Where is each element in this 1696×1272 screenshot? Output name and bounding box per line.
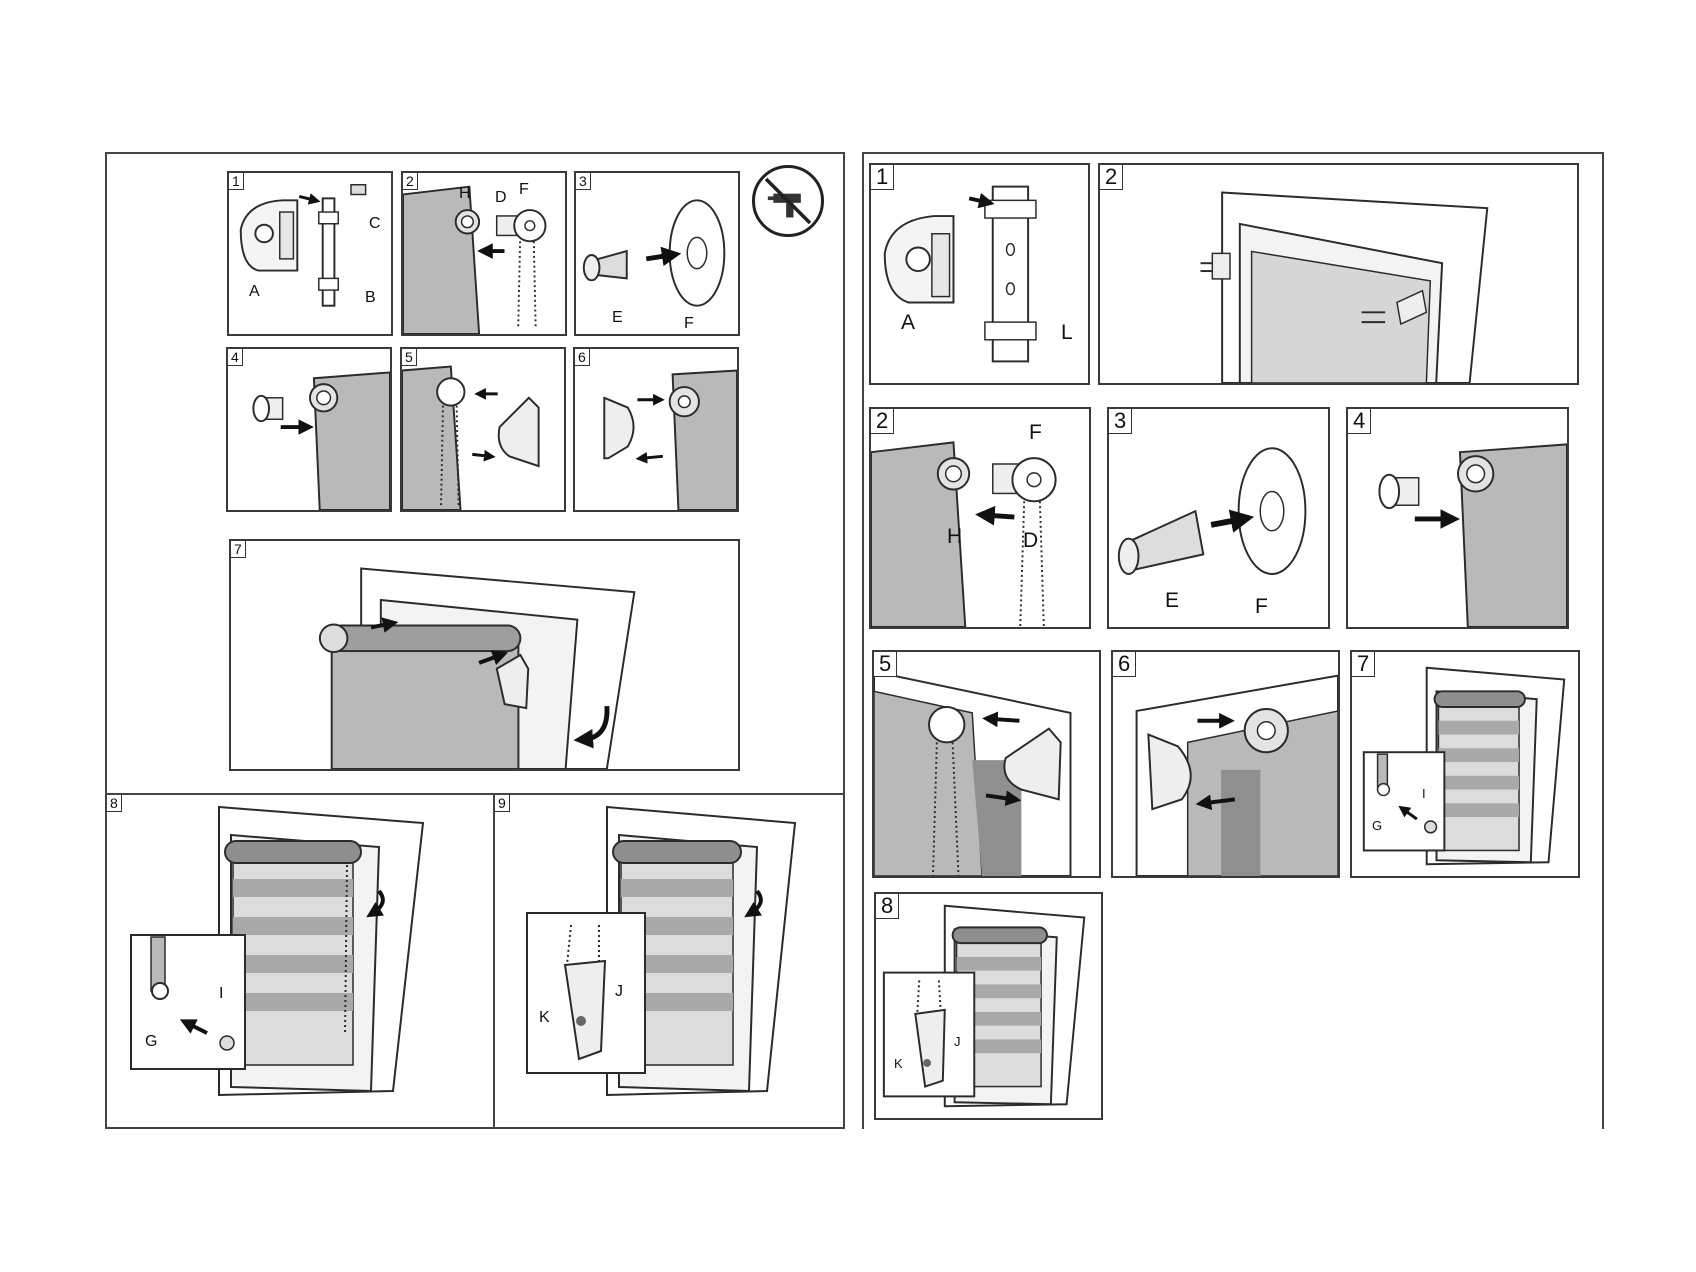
- step-number: 8: [107, 795, 122, 812]
- label-k: K: [539, 1009, 550, 1026]
- step-number: 6: [1113, 652, 1137, 677]
- label-c: C: [369, 215, 381, 232]
- right-step-4-panel: 4: [1346, 407, 1569, 629]
- left-step-8-panel: 8 G I: [107, 795, 493, 1127]
- step-number: 1: [871, 165, 895, 190]
- label-g: G: [1372, 818, 1383, 833]
- step-number: 4: [1348, 409, 1372, 434]
- step-number: 5: [874, 652, 898, 677]
- left-step-2-panel: 2 H D F: [401, 171, 567, 336]
- left-step-7-panel: 7: [229, 539, 740, 771]
- label-i: I: [1422, 786, 1426, 801]
- right-step-3-panel: 3 E F: [1107, 407, 1330, 629]
- step-number: 6: [575, 349, 590, 366]
- step-number: 4: [228, 349, 243, 366]
- left-step-3-panel: 3 E F: [574, 171, 740, 336]
- step-number: 2: [403, 173, 418, 190]
- step-number: 8: [876, 894, 900, 919]
- left-step-6-panel: 6: [573, 347, 739, 512]
- step-number: 3: [576, 173, 591, 190]
- label-l: L: [1061, 321, 1073, 344]
- right-step-1-panel: 1 A L: [869, 163, 1090, 385]
- label-e: E: [1165, 589, 1180, 612]
- label-k: K: [894, 1056, 903, 1071]
- label-d: D: [1023, 529, 1039, 552]
- left-sheet-divider-vertical: [493, 793, 495, 1129]
- label-j: J: [954, 1034, 961, 1049]
- right-step-6-panel: 6: [1111, 650, 1340, 878]
- label-j: J: [615, 983, 623, 1000]
- right-step-2a-panel: 2: [1098, 163, 1579, 385]
- left-sheet-divider-horizontal: [105, 793, 845, 795]
- step-number: 7: [1352, 652, 1376, 677]
- right-step-7-panel: 7 G I: [1350, 650, 1580, 878]
- step-number: 1: [229, 173, 244, 190]
- label-b: B: [365, 289, 376, 306]
- label-h: H: [459, 185, 471, 202]
- left-step-9-panel: 9 K J: [495, 795, 843, 1127]
- left-step-5-panel: 5: [400, 347, 566, 512]
- label-a: A: [249, 283, 260, 300]
- step-number: 5: [402, 349, 417, 366]
- label-i: I: [219, 985, 224, 1002]
- right-step-2b-panel: 2 F H D: [869, 407, 1091, 629]
- step-number: 9: [495, 795, 510, 812]
- step-number: 3: [1109, 409, 1133, 434]
- label-a: A: [901, 311, 916, 334]
- left-step-1-panel: 1 A B C: [227, 171, 393, 336]
- right-step-8-panel: 8 K J: [874, 892, 1103, 1120]
- label-h: H: [947, 525, 963, 548]
- label-f: F: [684, 315, 694, 332]
- right-step-5-panel: 5: [872, 650, 1101, 878]
- label-f: F: [1029, 421, 1042, 444]
- left-step-4-panel: 4: [226, 347, 392, 512]
- label-e: E: [612, 309, 623, 326]
- label-d: D: [495, 189, 507, 206]
- step-number: 2: [1100, 165, 1124, 190]
- label-g: G: [145, 1033, 158, 1050]
- step-number: 2: [871, 409, 895, 434]
- label-f: F: [1255, 595, 1268, 618]
- label-f: F: [519, 181, 529, 198]
- step-number: 7: [231, 541, 246, 558]
- no-drill-icon: [752, 165, 824, 237]
